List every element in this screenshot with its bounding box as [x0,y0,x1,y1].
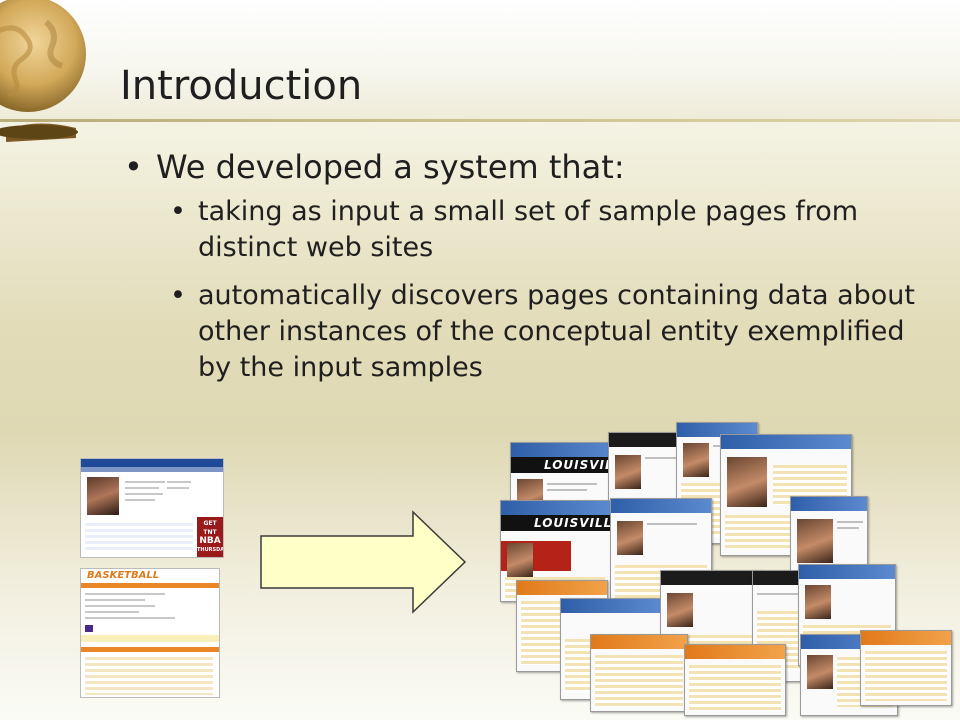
tnt-nba-ad: GET TNT NBA THURSDAY [197,517,224,557]
discovered-page [590,634,688,712]
title-rule [0,119,960,122]
bullet-main-text: We developed a system that: [156,148,625,186]
bullet-dot: • [124,148,143,186]
discovered-pages-collage: LOUISVILLE LOUISVILLE [500,420,960,720]
title-band [0,0,960,120]
ad-line-1: GET TNT [203,520,217,536]
globe-icon [0,0,86,142]
sub-bullet-list: • taking as input a small set of sample … [156,194,922,386]
basketball-logo: BASKETBALL [87,570,160,581]
sub-bullet-dot: • [170,196,186,227]
bullet-main: • We developed a system that: • taking a… [122,148,922,386]
player-photo [87,477,119,515]
banner-text: LOUISVILLE [534,516,612,530]
ad-line-3: THURSDAY [197,547,224,553]
bullet-list: • We developed a system that: • taking a… [122,148,922,398]
slide-title: Introduction [120,63,363,109]
sub-bullet-2-text: automatically discovers pages containing… [198,280,916,383]
banner-text: LOUISVILLE [544,458,621,472]
ad-line-2: NBA [199,536,221,546]
sub-bullet-1-text: taking as input a small set of sample pa… [198,196,859,263]
sub-bullet-1: • taking as input a small set of sample … [156,194,922,266]
sample-page-nba-thumbnail: GET TNT NBA THURSDAY [80,458,224,558]
sub-bullet-dot: • [170,280,186,311]
discovered-page [860,630,952,706]
sub-bullet-2: • automatically discovers pages containi… [156,278,922,386]
discovered-page [684,644,786,716]
right-arrow-icon [260,510,467,614]
sample-page-basketball-thumbnail: BASKETBALL [80,568,220,698]
